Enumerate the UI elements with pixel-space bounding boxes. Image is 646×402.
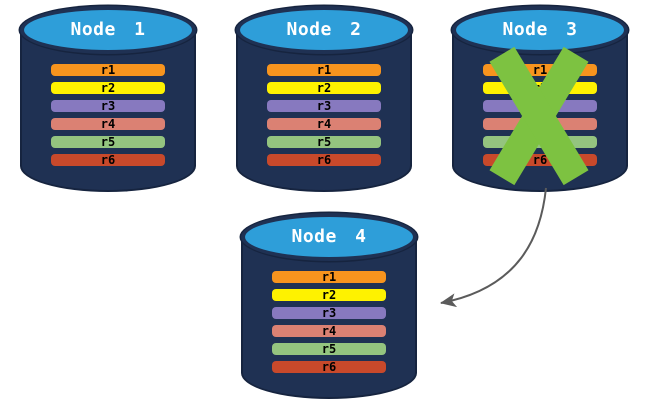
- replica-bar-r5: r5: [267, 136, 381, 148]
- replica-bar-r3: r3: [51, 100, 165, 112]
- node-3-title: Node 3: [502, 18, 578, 40]
- replica-label: r6: [100, 153, 116, 167]
- replica-label: r1: [321, 270, 337, 284]
- node-3-cylinder-top: Node 3: [452, 6, 628, 54]
- node-4-replica-stack: r1 r2 r3 r4 r5 r6: [272, 271, 386, 379]
- replica-bar-r6: r6: [267, 154, 381, 166]
- replica-label: r3: [316, 99, 332, 113]
- replica-bar-r5: r5: [272, 343, 386, 355]
- replica-label: r5: [321, 342, 337, 356]
- replica-label: r6: [321, 360, 337, 374]
- replica-label: r4: [316, 117, 332, 131]
- node-1: Node 1 r1 r2 r3 r4 r5 r6: [20, 6, 196, 192]
- node-1-replica-stack: r1 r2 r3 r4 r5 r6: [51, 64, 165, 172]
- node-1-cylinder-top: Node 1: [20, 6, 196, 54]
- node-4: Node 4 r1 r2 r3 r4 r5 r6: [241, 213, 417, 399]
- replica-label: r4: [321, 324, 337, 338]
- replica-label: r4: [100, 117, 116, 131]
- replica-bar-r2: r2: [272, 289, 386, 301]
- node-2-cylinder-top: Node 2: [236, 6, 412, 54]
- replica-bar-r4: r4: [267, 118, 381, 130]
- replica-label: r1: [316, 63, 332, 77]
- replica-label: r3: [100, 99, 116, 113]
- replica-bar-r2: r2: [267, 82, 381, 94]
- transfer-arrow-path: [440, 187, 547, 308]
- replica-label: r2: [100, 81, 116, 95]
- replica-bar-r4: r4: [272, 325, 386, 337]
- replica-bar-r6: r6: [272, 361, 386, 373]
- replica-label: r5: [100, 135, 116, 149]
- replica-label: r1: [100, 63, 116, 77]
- replica-label: r6: [316, 153, 332, 167]
- node-2-title: Node 2: [286, 18, 362, 40]
- replica-bar-r4: r4: [51, 118, 165, 130]
- replica-bar-r3: r3: [272, 307, 386, 319]
- replica-bar-r1: r1: [51, 64, 165, 76]
- replica-bar-r5: r5: [51, 136, 165, 148]
- replica-bar-r2: r2: [51, 82, 165, 94]
- replica-bar-r3: r3: [267, 100, 381, 112]
- node-2: Node 2 r1 r2 r3 r4 r5 r6: [236, 6, 412, 192]
- node-1-title: Node 1: [70, 18, 146, 40]
- node-3-failure-x-icon: [489, 46, 589, 186]
- node-4-cylinder-top: Node 4: [241, 213, 417, 261]
- replica-bar-r6: r6: [51, 154, 165, 166]
- replica-label: r1: [532, 63, 548, 77]
- replica-bar-r1: r1: [267, 64, 381, 76]
- replica-label: r3: [321, 306, 337, 320]
- replica-label: r2: [321, 288, 337, 302]
- node-2-replica-stack: r1 r2 r3 r4 r5 r6: [267, 64, 381, 172]
- node-4-title: Node 4: [291, 225, 367, 247]
- replica-label: r6: [532, 153, 548, 167]
- replica-bar-r1: r1: [272, 271, 386, 283]
- replica-label: r5: [316, 135, 332, 149]
- replica-label: r2: [316, 81, 332, 95]
